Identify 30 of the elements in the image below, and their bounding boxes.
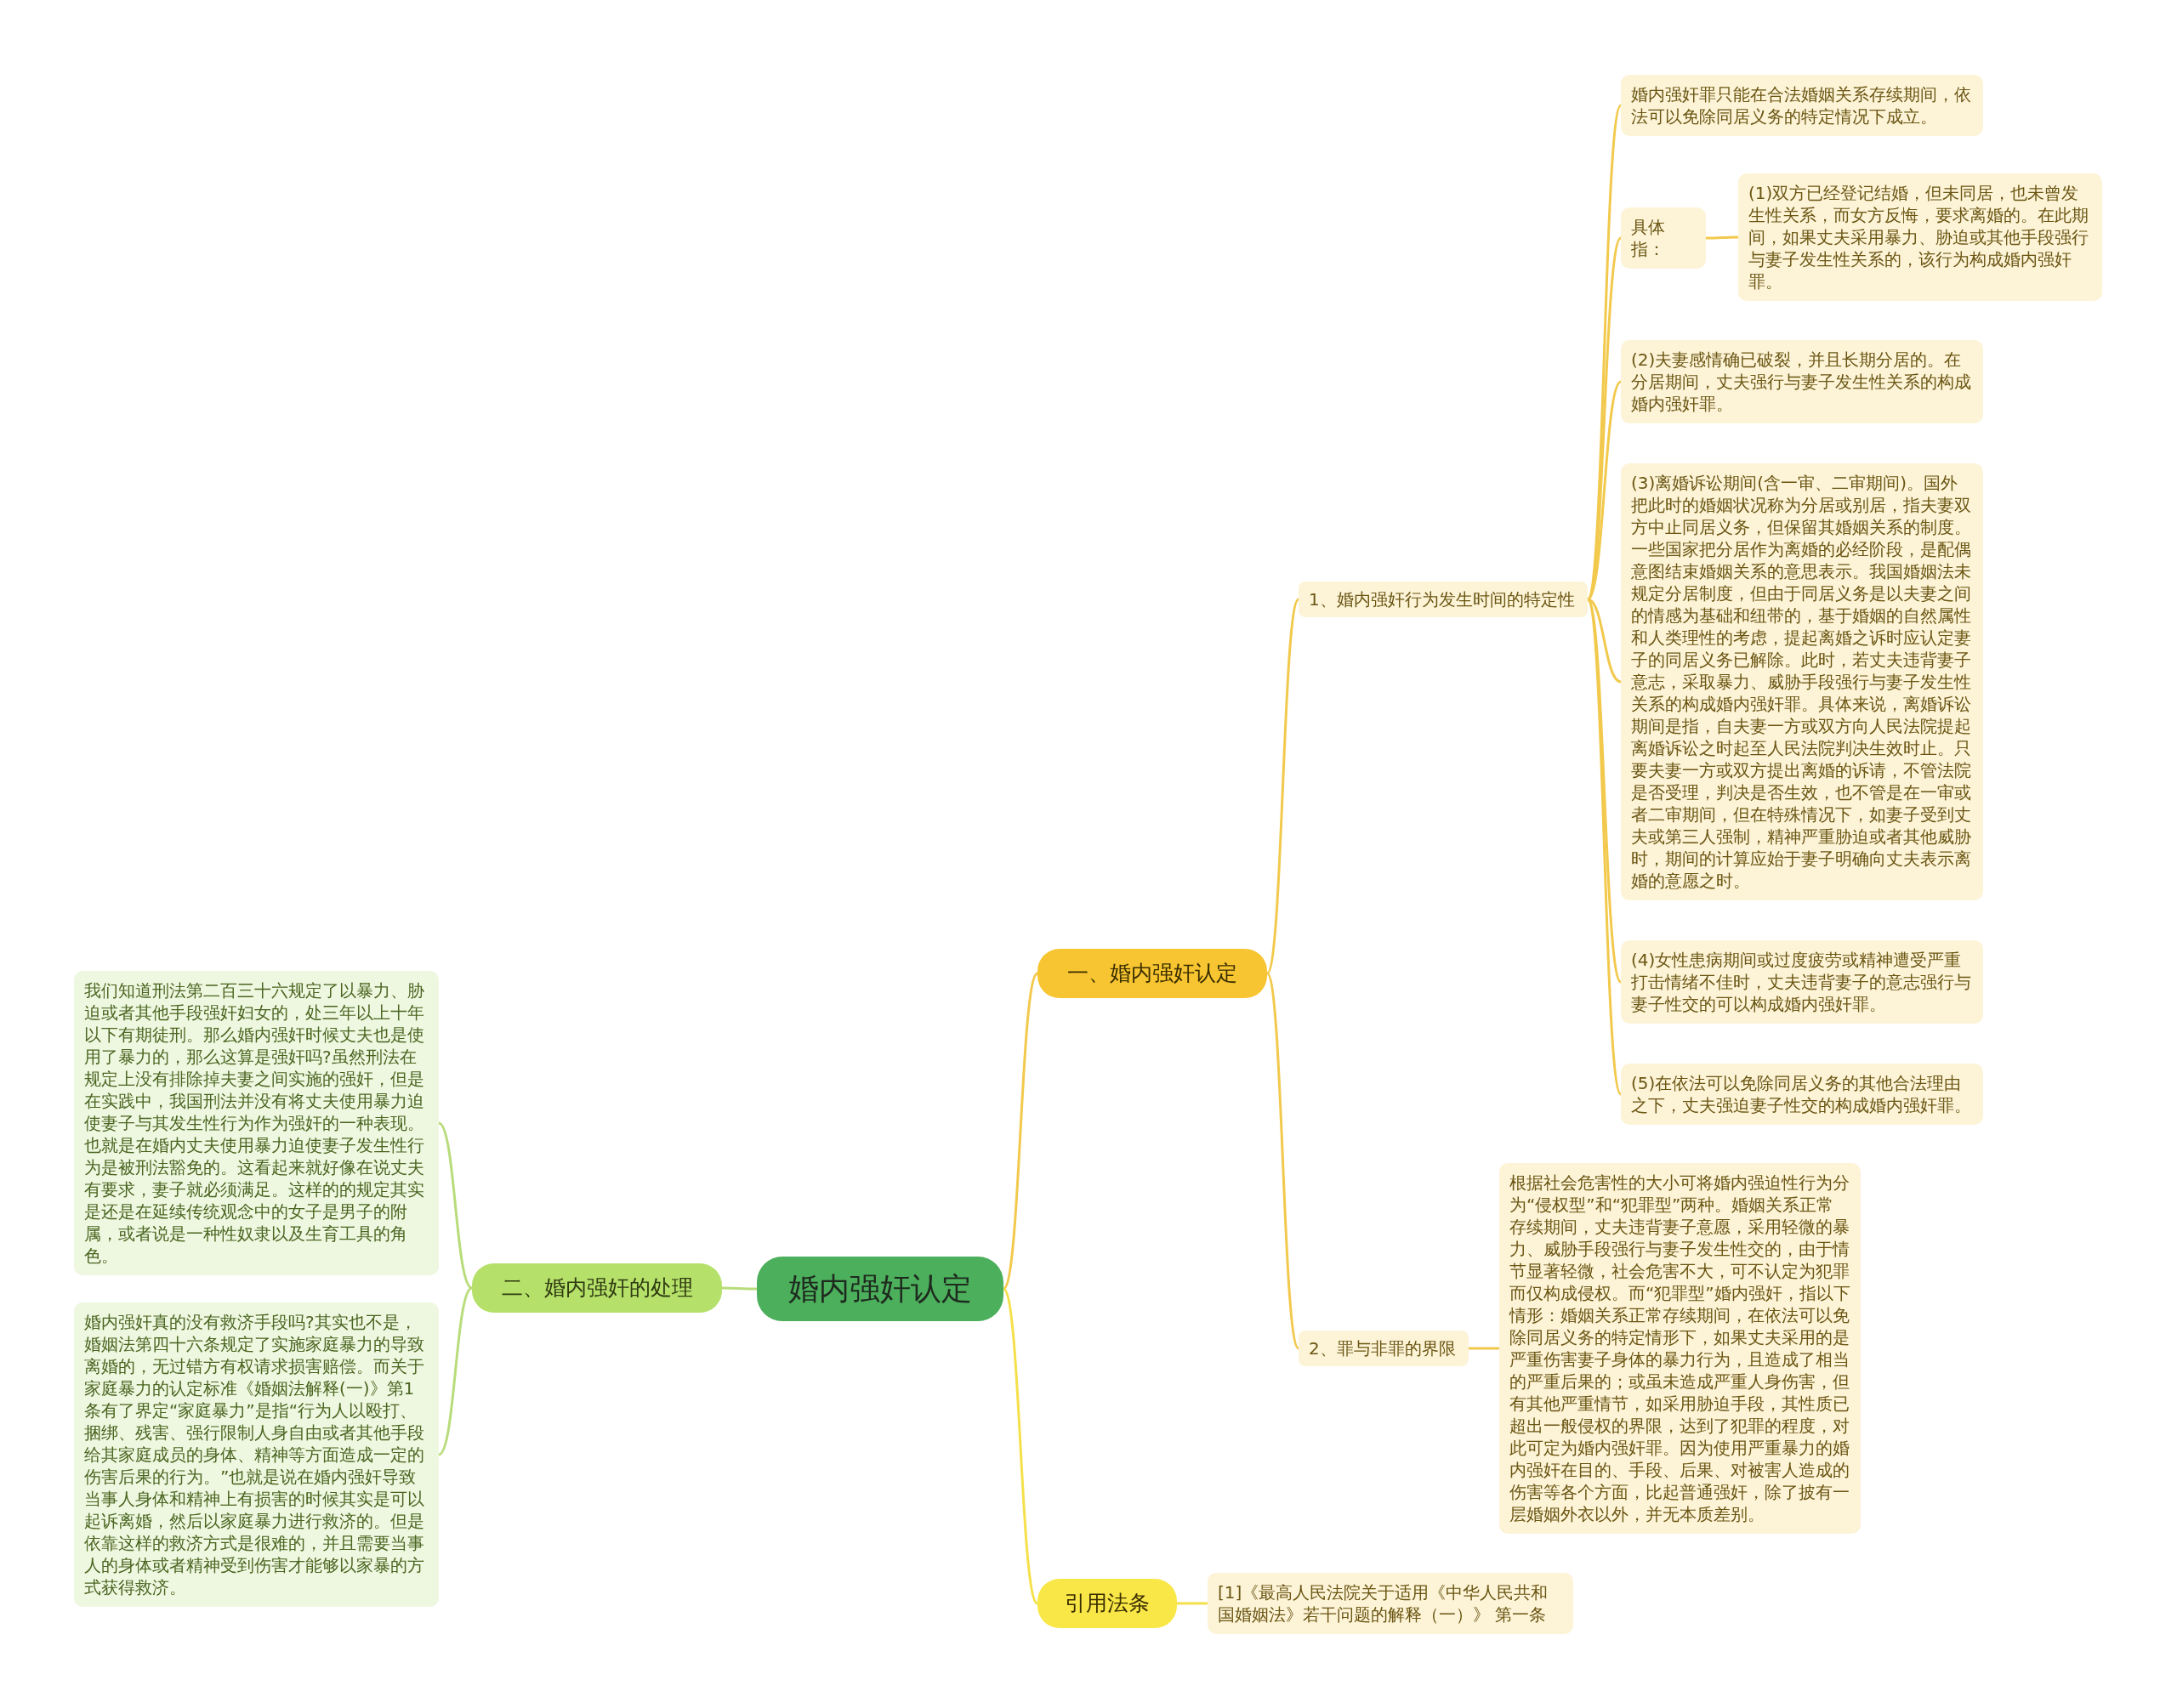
text-box: 具体指： [1621, 207, 1706, 269]
branch-topic: 引用法条 [1037, 1579, 1177, 1628]
connector-line [1265, 599, 1300, 974]
text-box: 婚内强奸罪只能在合法婚姻关系存续期间，依法可以免除同居义务的特定情况下成立。 [1621, 75, 1983, 136]
connector-line [1002, 973, 1039, 1290]
connector-line [1265, 973, 1300, 1349]
text-box: (4)女性患病期间或过度疲劳或精神遭受严重打击情绪不佳时，丈夫违背妻子的意志强行与妻子性交的可以构成婚内强奸罪。 [1621, 940, 1983, 1024]
connector-line [438, 1286, 473, 1456]
subtopic-box: 1、婚内强奸行为发生时间的特定性 [1299, 582, 1588, 617]
connector-line [1586, 599, 1623, 1095]
connector-line [1002, 1288, 1039, 1604]
connector-line [1706, 235, 1738, 240]
text-box: (2)夫妻感情确已破裂，并且长期分居的。在分居期间，丈夫强行与妻子发生性关系的构成婚内强奸罪。 [1621, 340, 1983, 423]
text-box: 婚内强奸真的没有救济手段吗?其实也不是，婚姻法第四十六条规定了实施家庭暴力的导致离婚的，无过错方有权请求损害赔偿。而关于家庭暴力的认定标准《婚姻法解释(一)》第1条有了界定“家庭暴力”是指“行为人以殴打、捆绑、残害、强行限制人身自由或者其他手段给其家庭成员的身体、精神等方面造成一定的伤害后果的行为。”也就是说在婚内强奸导致当事人身体和精神上有损害的时候其实是可以起诉离婚，然后以家庭暴力进行救济的。但是依靠这样的救济方式是很难的，并且需要当事人的身体或者精神受到伤害才能够以家暴的方式获得救济。 [74, 1302, 439, 1607]
text-box: (3)离婚诉讼期间(含一审、二审期间)。国外把此时的婚姻状况称为分居或别居，指夫妻双方中止同居义务，但保留其婚姻关系的制度。一些国家把分居作为离婚的必经阶段，是配偶意图结束婚姻关系的意思表示。我国婚姻法未规定分居制度，但由于同居义务是以夫妻之间的情感为基础和纽带的，基于婚姻的自然属性和人类理性的考虑，提起离婚之诉时应认定妻子的同居义务已解除。此时，若丈夫违背妻子意志，采取暴力、威胁手段强行与妻子发生性关系的构成婚内强奸罪。具体来说，离婚诉讼期间是指，自夫妻一方或双方向人民法院提起离婚诉讼之时起至人民法院判决生效时止。只要夫妻一方或双方提出离婚的诉请，不管法院是否受理，判决是否生效，也不管是在一审或者二审期间，但在特殊情况下，如妻子受到丈夫或第三人强制，精神严重胁迫或者其他威胁时，期间的计算应始于妻子明确向丈夫表示离婚的意愿之时。 [1621, 463, 1983, 900]
connector-line [1469, 1347, 1499, 1350]
branch-topic: 二、婚内强奸的处理 [472, 1263, 722, 1313]
subtopic-box: 2、罪与非罪的界限 [1299, 1331, 1469, 1366]
connector-line [438, 1121, 473, 1290]
text-box: [1]《最高人民法院关于适用《中华人民共和国婚姻法》若干问题的解释（一）》 第一条 [1208, 1573, 1573, 1634]
connector-line [1587, 598, 1622, 684]
connector-line [1586, 237, 1623, 600]
central-topic: 婚内强奸认定 [757, 1257, 1003, 1321]
connector-line [1177, 1602, 1208, 1605]
text-box: 我们知道刑法第二百三十六规定了以暴力、胁迫或者其他手段强奸妇女的，处三年以上十年以下有期徒刑。那么婚内强奸时候丈夫也是使用了暴力的，那么这算是强奸吗?虽然刑法在规定上没有排除掉夫妻之间实施的强奸，但是在实践中，我国刑法并没有将丈夫使用暴力迫使妻子与其发生性行为作为强奸的一种表现。也就是在婚内丈夫使用暴力迫使妻子发生性行为是被刑法豁免的。这看起来就好像在说丈夫有要求，妻子就必须满足。这样的的规定其实是还是在延续传统观念中的女子是男子的附属，或者说是一种性奴隶以及生育工具的角色。 [74, 971, 439, 1275]
text-box: (5)在依法可以免除同居义务的其他合法理由之下，丈夫强迫妻子性交的构成婚内强奸罪。 [1621, 1064, 1983, 1125]
text-box: (1)双方已经登记结婚，但未同居，也未曾发生性关系，而女方反悔，要求离婚的。在此期间，如果丈夫采用暴力、胁迫或其他手段强行与妻子发生性关系的，该行为构成婚内强奸罪。 [1738, 173, 2102, 301]
branch-topic: 一、婚内强奸认定 [1037, 949, 1267, 998]
connector-line [722, 1286, 757, 1291]
text-box: 根据社会危害性的大小可将婚内强迫性行为分为“侵权型”和“犯罪型”两种。婚姻关系正常存续期间，丈夫违背妻子意愿，采用轻微的暴力、威胁手段强行与妻子发生性交的，由于情节显著轻微，社会危害不大，可不认定为犯罪而仅构成侵权。而“犯罪型”婚内强奸，指以下情形：婚姻关系正常存续期间，在依法可以免除同居义务的特定情形下，如果丈夫采用的是严重伤害妻子身体的暴力行为，且造成了相当的严重后果的；或虽未造成严重人身伤害，但有其他严重情节，如采用胁迫手段，其性质已超出一般侵权的界限，达到了犯罪的程度，对此可定为婚内强奸罪。因为使用严重暴力的婚内强奸在目的、手段、后果、对被害人造成的伤害等各个方面，比起普通强奸，除了披有一层婚姻外衣以外，并无本质差别。 [1499, 1163, 1861, 1534]
